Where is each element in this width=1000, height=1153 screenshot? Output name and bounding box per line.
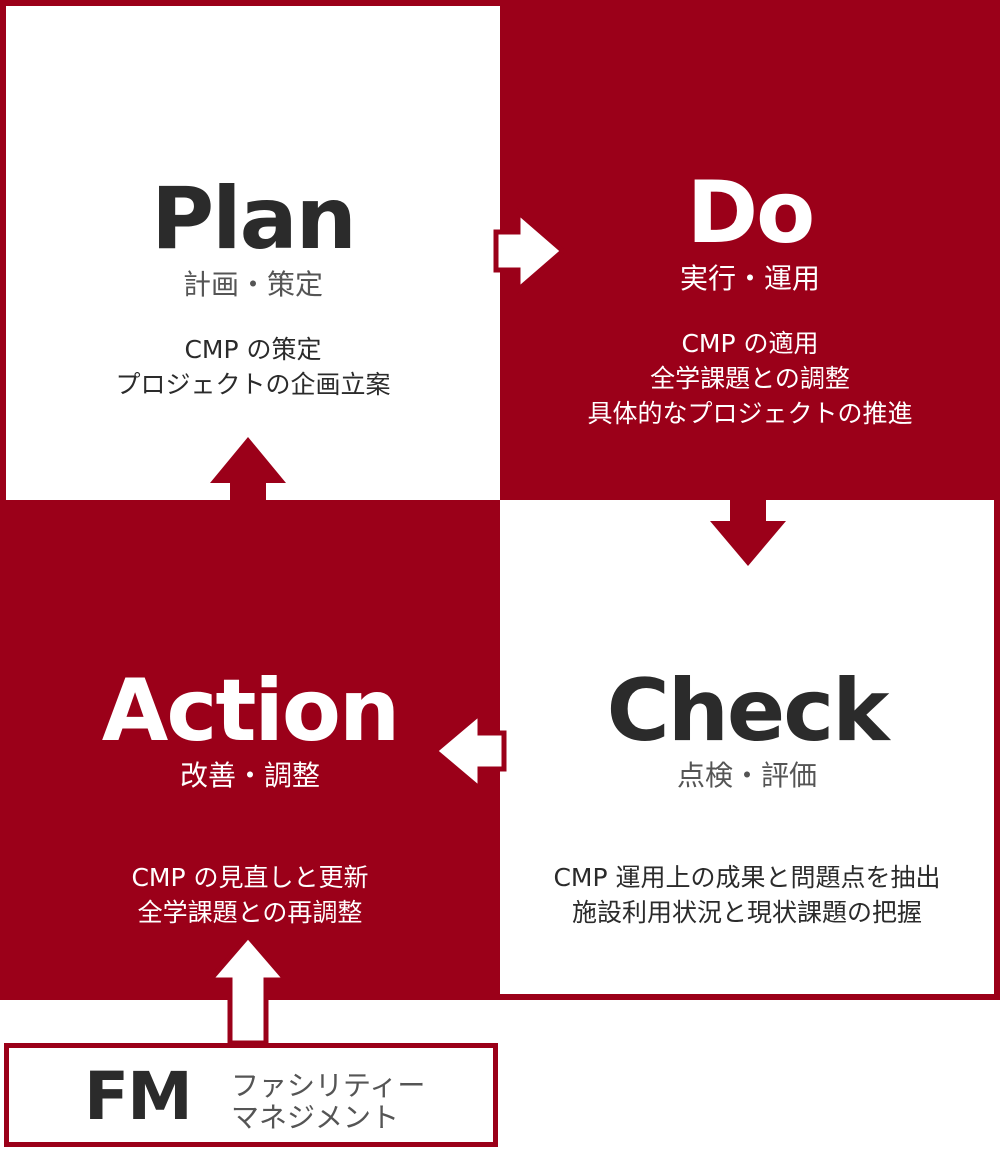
do-subtitle: 実行・運用 bbox=[679, 262, 820, 295]
plan-description: CMP の策定 プロジェクトの企画立案 bbox=[6, 332, 500, 402]
plan-line: プロジェクトの企画立案 bbox=[115, 370, 391, 399]
do-title: Do bbox=[686, 163, 815, 263]
check-subtitle: 点検・評価 bbox=[676, 759, 817, 792]
plan-title: Plan bbox=[151, 169, 357, 269]
check-line: 施設利用状況と現状課題の把握 bbox=[571, 898, 922, 927]
fm-subtitle: ファシリティー マネジメント bbox=[231, 1070, 425, 1134]
do-line: 具体的なプロジェクトの推進 bbox=[587, 399, 913, 428]
do-description: CMP の適用 全学課題との調整 具体的なプロジェクトの推進 bbox=[500, 326, 1000, 431]
action-subtitle: 改善・調整 bbox=[179, 759, 320, 792]
plan-subtitle: 計画・策定 bbox=[182, 268, 323, 301]
check-line: CMP 運用上の成果と問題点を抽出 bbox=[553, 863, 941, 892]
check-title: Check bbox=[606, 661, 890, 761]
plan-quadrant: Plan 計画・策定 CMP の策定 プロジェクトの企画立案 bbox=[0, 0, 500, 500]
action-quadrant: Action 改善・調整 CMP の見直しと更新 全学課題との再調整 bbox=[0, 500, 500, 1000]
do-quadrant: Do 実行・運用 CMP の適用 全学課題との調整 具体的なプロジェクトの推進 bbox=[500, 0, 1000, 500]
do-line: CMP の適用 bbox=[681, 329, 819, 358]
action-line: CMP の見直しと更新 bbox=[131, 863, 369, 892]
check-quadrant: Check 点検・評価 CMP 運用上の成果と問題点を抽出 施設利用状況と現状課… bbox=[500, 500, 1000, 1000]
do-line: 全学課題との調整 bbox=[650, 364, 850, 393]
plan-line: CMP の策定 bbox=[184, 335, 322, 364]
action-description: CMP の見直しと更新 全学課題との再調整 bbox=[0, 860, 500, 930]
fm-subtitle-line: マネジメント bbox=[231, 1101, 400, 1134]
check-description: CMP 運用上の成果と問題点を抽出 施設利用状況と現状課題の把握 bbox=[500, 860, 994, 930]
fm-subtitle-line: ファシリティー bbox=[231, 1069, 426, 1102]
action-line: 全学課題との再調整 bbox=[137, 898, 363, 927]
action-title: Action bbox=[101, 661, 400, 761]
fm-title: FM bbox=[84, 1058, 193, 1135]
fm-box: FM ファシリティー マネジメント bbox=[4, 1043, 498, 1147]
